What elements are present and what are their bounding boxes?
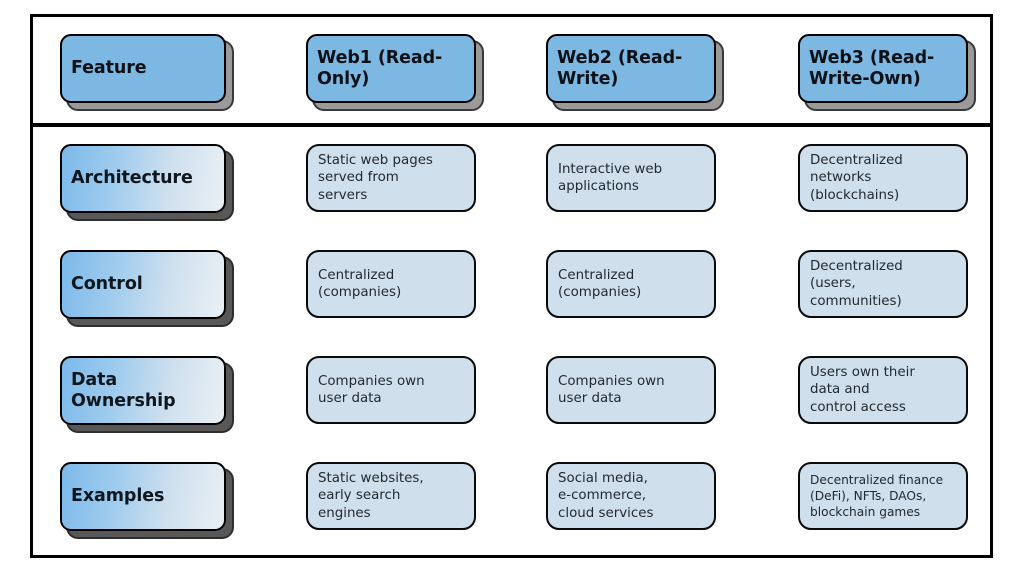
cell-text: Centralized (companies) <box>558 267 642 300</box>
cell-text: Interactive web applications <box>558 161 663 194</box>
table-header-section: Feature Web1 (Read-Only) Web2 (Read-Writ… <box>30 14 993 126</box>
column-header-label: Web2 (Read-Write) <box>557 47 683 89</box>
cell-text: Decentralized finance (DeFi), NFTs, DAOs… <box>810 472 944 520</box>
row-label-data-ownership[interactable]: Data Ownership <box>60 356 226 425</box>
table-row: Data Ownership Companies own user data C… <box>33 339 990 445</box>
cell-data-ownership-web3[interactable]: Users own their data and control access <box>798 356 968 424</box>
cell-text: Decentralized networks (blockchains) <box>810 152 903 203</box>
cell-examples-web2[interactable]: Social media, e-commerce, cloud services <box>546 462 716 530</box>
row-label-text: Control <box>71 274 143 295</box>
cell-text: Centralized (companies) <box>318 267 402 300</box>
cell-control-web3[interactable]: Decentralized (users, communities) <box>798 250 968 318</box>
column-header-label: Feature <box>71 58 147 79</box>
cell-architecture-web3[interactable]: Decentralized networks (blockchains) <box>798 144 968 212</box>
row-label-examples[interactable]: Examples <box>60 462 226 531</box>
row-label-text: Data Ownership <box>71 369 176 411</box>
cell-text: Static web pages served from servers <box>318 152 433 203</box>
cell-text: Social media, e-commerce, cloud services <box>558 470 654 521</box>
header-row: Feature Web1 (Read-Only) Web2 (Read-Writ… <box>33 17 990 123</box>
table-row: Architecture Static web pages served fro… <box>33 127 990 233</box>
cell-text: Companies own user data <box>558 373 665 406</box>
column-header-feature[interactable]: Feature <box>60 34 226 103</box>
cell-architecture-web2[interactable]: Interactive web applications <box>546 144 716 212</box>
column-header-web3[interactable]: Web3 (Read-Write-Own) <box>798 34 968 103</box>
cell-text: Decentralized (users, communities) <box>810 258 903 309</box>
cell-data-ownership-web2[interactable]: Companies own user data <box>546 356 716 424</box>
column-header-label: Web1 (Read-Only) <box>317 47 443 89</box>
cell-control-web1[interactable]: Centralized (companies) <box>306 250 476 318</box>
row-label-text: Architecture <box>71 168 193 189</box>
column-header-web2[interactable]: Web2 (Read-Write) <box>546 34 716 103</box>
table-body-section: Architecture Static web pages served fro… <box>30 124 993 558</box>
cell-text: Companies own user data <box>318 373 425 406</box>
cell-architecture-web1[interactable]: Static web pages served from servers <box>306 144 476 212</box>
table-row: Examples Static websites, early search e… <box>33 445 990 551</box>
cell-control-web2[interactable]: Centralized (companies) <box>546 250 716 318</box>
cell-data-ownership-web1[interactable]: Companies own user data <box>306 356 476 424</box>
row-label-text: Examples <box>71 486 165 507</box>
column-header-label: Web3 (Read-Write-Own) <box>809 47 935 89</box>
row-label-architecture[interactable]: Architecture <box>60 144 226 213</box>
cell-examples-web1[interactable]: Static websites, early search engines <box>306 462 476 530</box>
cell-examples-web3[interactable]: Decentralized finance (DeFi), NFTs, DAOs… <box>798 462 968 530</box>
table-row: Control Centralized (companies) Centrali… <box>33 233 990 339</box>
cell-text: Static websites, early search engines <box>318 470 424 521</box>
cell-text: Users own their data and control access <box>810 364 915 415</box>
column-header-web1[interactable]: Web1 (Read-Only) <box>306 34 476 103</box>
row-label-control[interactable]: Control <box>60 250 226 319</box>
comparison-table: Feature Web1 (Read-Only) Web2 (Read-Writ… <box>30 14 993 558</box>
